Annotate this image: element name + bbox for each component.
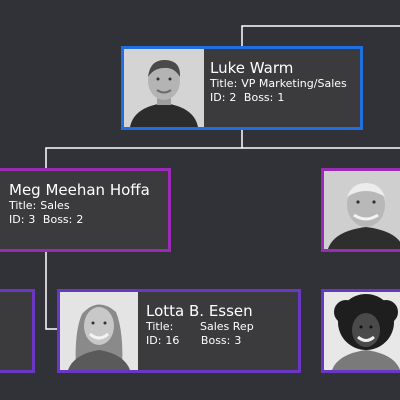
org-card-partial-right[interactable]: [321, 168, 400, 252]
title-value: Sales Rep: [200, 320, 254, 333]
connector-meg-to-lotta: [45, 252, 57, 330]
id-label: ID:: [146, 334, 162, 347]
id-value: 3: [28, 213, 36, 226]
person-name: Meg Meehan Hoffa: [9, 181, 150, 199]
id-value: 2: [229, 91, 237, 104]
card-info: Meg Meehan Hoffa Title:Sales ID:3 Boss:2: [9, 181, 150, 249]
card-info: Lotta B. Essen Title: Sales Rep ID:16 Bos…: [146, 302, 254, 370]
id-boss-row: ID:2 Boss:1: [210, 91, 347, 105]
person-name: Luke Warm: [210, 59, 294, 77]
title-label: Title:: [210, 77, 238, 90]
title-row: Title: Sales Rep: [146, 320, 254, 334]
portrait-young-man-photo: [124, 49, 204, 127]
id-label: ID:: [9, 213, 25, 226]
boss-value: 1: [277, 91, 285, 104]
org-card-partial-bottom-right[interactable]: [321, 289, 400, 373]
boss-value: 2: [76, 213, 84, 226]
card-info: Luke Warm Title:VP Marketing/Sales ID:2 …: [210, 59, 347, 127]
id-boss-row: ID:16 Boss:3: [146, 334, 254, 348]
org-card-partial-bottom-left[interactable]: [0, 289, 35, 373]
boss-label: Boss:: [200, 334, 231, 347]
title-row: Title:VP Marketing/Sales: [210, 77, 347, 91]
title-value: Sales: [40, 199, 70, 212]
id-label: ID:: [210, 91, 226, 104]
org-card-lotta-b-essen[interactable]: Lotta B. Essen Title: Sales Rep ID:16 Bos…: [57, 289, 301, 373]
portrait-curly-hair-woman-photo: [324, 292, 400, 370]
portrait-smiling-woman-photo: [60, 292, 138, 370]
connector-luke-to-meg: [45, 130, 243, 168]
title-value: VP Marketing/Sales: [241, 77, 347, 90]
id-boss-row: ID:3 Boss:2: [9, 213, 150, 227]
org-card-luke-warm[interactable]: Luke Warm Title:VP Marketing/Sales ID:2 …: [121, 46, 363, 130]
title-label: Title:: [9, 199, 37, 212]
org-card-meg-meehan-hoffa[interactable]: Meg Meehan Hoffa Title:Sales ID:3 Boss:2: [0, 168, 171, 252]
boss-label: Boss:: [243, 91, 274, 104]
title-row: Title:Sales: [9, 199, 150, 213]
portrait-older-man-photo: [324, 171, 400, 249]
boss-label: Boss:: [42, 213, 73, 226]
boss-value: 3: [234, 334, 242, 347]
title-label: Title:: [146, 320, 174, 333]
connector-to-parent: [241, 25, 400, 46]
person-name: Lotta B. Essen: [146, 302, 253, 320]
id-value: 16: [165, 334, 180, 347]
